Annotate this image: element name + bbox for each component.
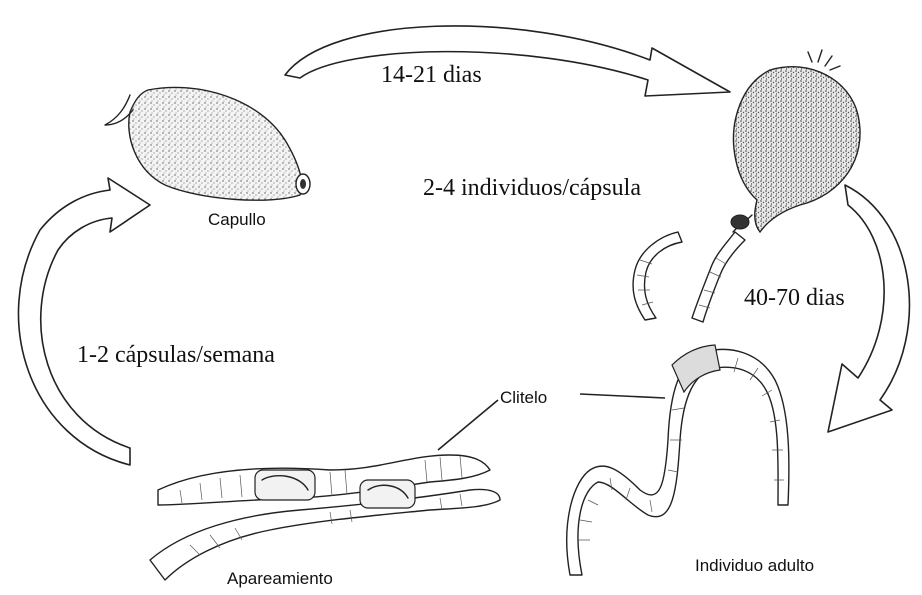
adult-label: Individuo adulto (695, 556, 814, 575)
right-cycle-label: 40-70 dias (744, 285, 845, 311)
top-cycle-arrow (285, 26, 730, 96)
clitellum-pointer-left (438, 400, 498, 450)
left-cycle-arrow (18, 178, 150, 465)
mating-label: Apareamiento (227, 569, 333, 588)
hatchling-worms (633, 232, 745, 322)
hatching-capsule-illustration (731, 50, 860, 232)
cocoon-label: Capullo (208, 210, 266, 229)
clitellum-pointer-right (580, 394, 665, 398)
mating-worms-illustration (150, 455, 500, 580)
top-cycle-label: 14-21 dias (381, 62, 482, 88)
left-cycle-label: 1-2 cápsulas/semana (77, 342, 275, 368)
adult-worm-illustration (567, 345, 789, 575)
capsule-count-label: 2-4 individuos/cápsula (423, 175, 641, 201)
cocoon-illustration (105, 87, 310, 200)
clitellum-label: Clitelo (500, 388, 547, 407)
